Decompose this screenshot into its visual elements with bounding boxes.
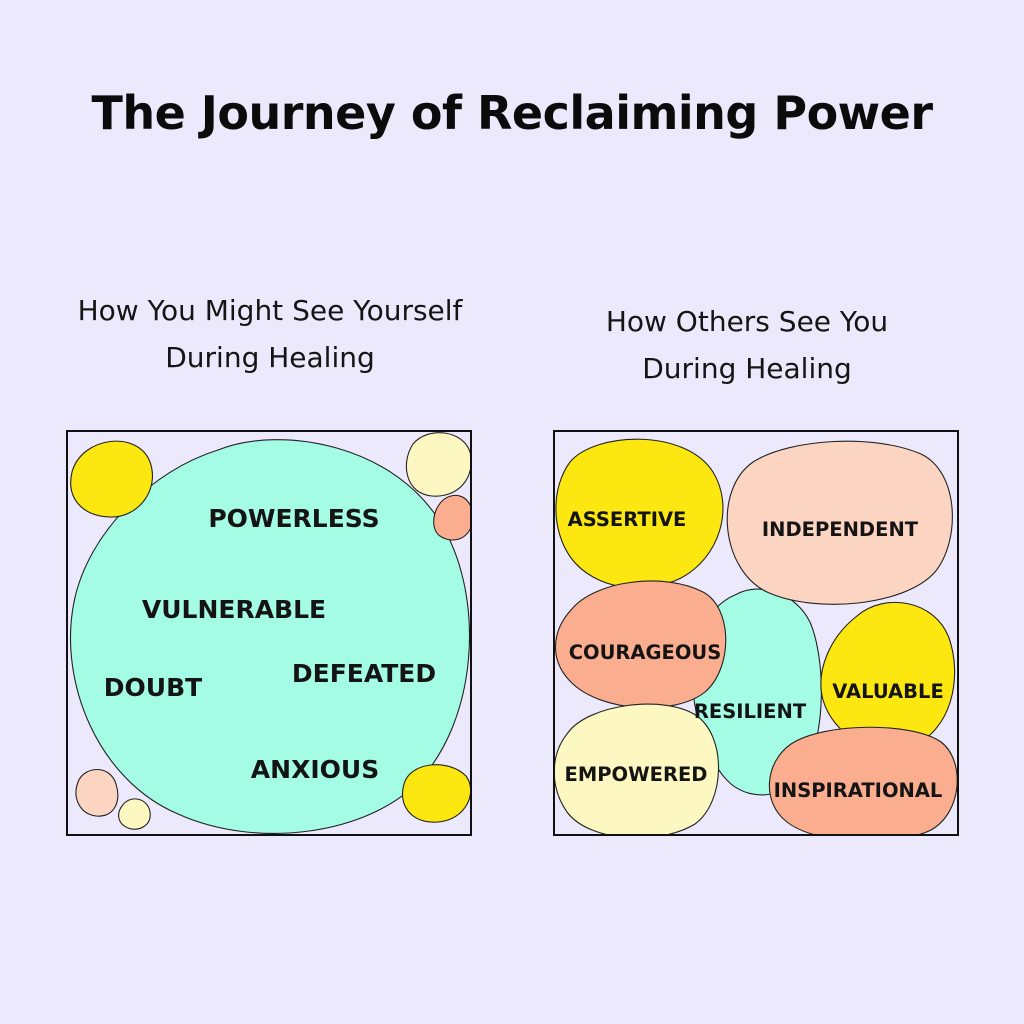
word-courageous: COURAGEOUS bbox=[569, 641, 722, 664]
word-resilient: RESILIENT bbox=[694, 700, 807, 723]
word-powerless: POWERLESS bbox=[208, 504, 379, 533]
yellow-blob-assertive bbox=[555, 438, 724, 589]
left-heading-line-2: During Healing bbox=[165, 341, 375, 374]
self-view-panel: POWERLESS VULNERABLE DOUBT DEFEATED ANXI… bbox=[66, 430, 472, 836]
right-heading-line-2: During Healing bbox=[642, 352, 852, 385]
right-heading-line-1: How Others See You bbox=[605, 305, 889, 338]
left-heading-line-1: How You Might See Yourself bbox=[77, 294, 463, 327]
peach-blob-independent bbox=[726, 440, 953, 605]
cream-blob-top-right bbox=[405, 432, 470, 497]
word-anxious: ANXIOUS bbox=[251, 755, 379, 784]
self-view-diagram: POWERLESS VULNERABLE DOUBT DEFEATED ANXI… bbox=[70, 432, 470, 834]
word-independent: INDEPENDENT bbox=[762, 518, 919, 541]
word-doubt: DOUBT bbox=[104, 673, 202, 702]
cream-blob-empowered bbox=[555, 703, 720, 834]
others-view-panel: ASSERTIVE INDEPENDENT COURAGEOUS RESILIE… bbox=[553, 430, 959, 836]
left-panel-heading: How You Might See Yourself During Healin… bbox=[30, 287, 510, 381]
word-assertive: ASSERTIVE bbox=[568, 508, 687, 531]
page-title: The Journey of Reclaiming Power bbox=[91, 86, 933, 140]
mint-blob-large bbox=[70, 439, 470, 834]
salmon-blob-inspirational bbox=[768, 726, 957, 834]
right-panel-heading: How Others See You During Healing bbox=[520, 298, 974, 392]
salmon-blob-right bbox=[433, 494, 470, 541]
word-defeated: DEFEATED bbox=[292, 659, 436, 688]
word-vulnerable: VULNERABLE bbox=[142, 595, 326, 624]
others-view-diagram: ASSERTIVE INDEPENDENT COURAGEOUS RESILIE… bbox=[555, 438, 957, 834]
yellow-blob-bottom-right bbox=[402, 764, 470, 823]
salmon-blob-courageous bbox=[555, 580, 727, 709]
cream-blob-bottom-small bbox=[118, 798, 151, 830]
word-inspirational: INSPIRATIONAL bbox=[774, 779, 943, 802]
word-valuable: VALUABLE bbox=[832, 680, 944, 703]
peach-blob-bottom-left bbox=[75, 769, 119, 817]
yellow-blob-top-left bbox=[70, 440, 153, 518]
yellow-blob-valuable bbox=[820, 601, 956, 750]
word-empowered: EMPOWERED bbox=[565, 763, 708, 786]
